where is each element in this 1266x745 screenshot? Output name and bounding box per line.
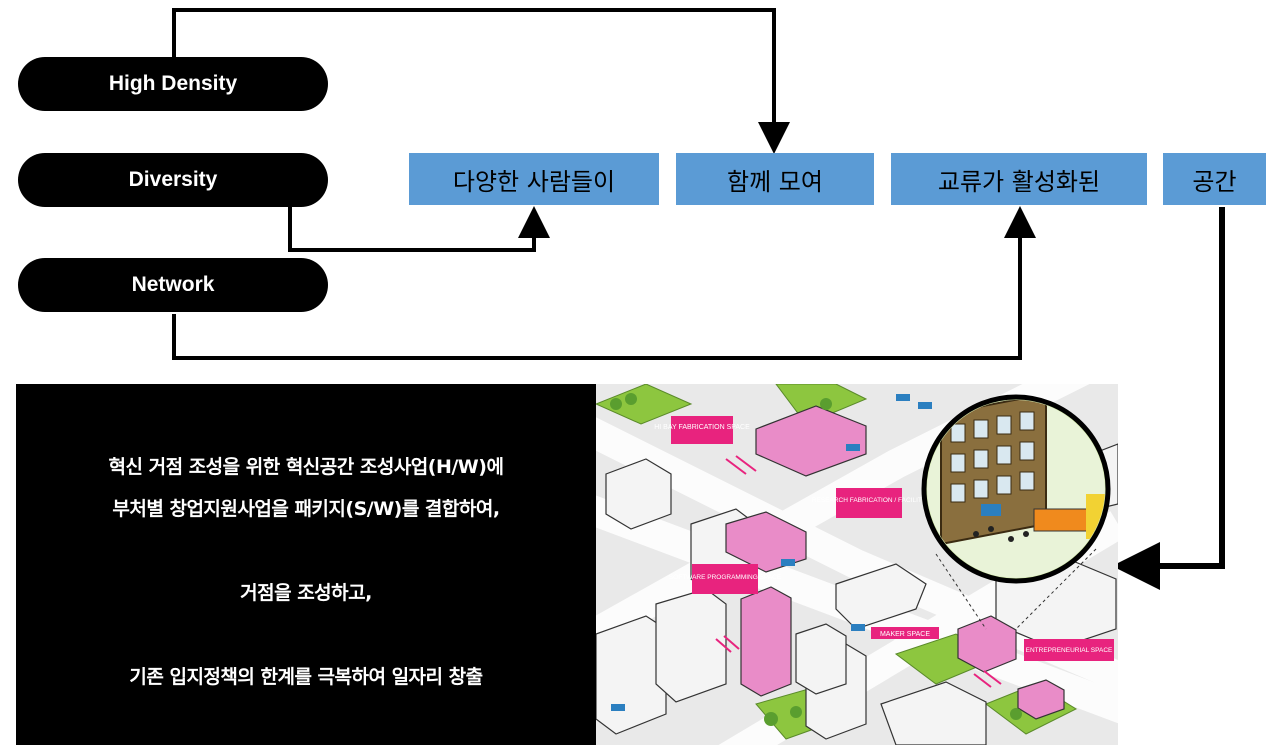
description-line-2: 부처별 창업지원사업을 패키지(S/W)를 결합하여, <box>112 498 500 520</box>
arrow-space <box>1112 207 1225 590</box>
arrow-high-density <box>172 8 790 154</box>
arrow-diversity <box>288 206 550 252</box>
flow-box-gather-together: 함께 모여 <box>676 153 874 205</box>
pill-network: Network <box>18 258 328 312</box>
label-maker: MAKER SPACE <box>880 631 930 638</box>
arrow-network <box>172 206 1036 360</box>
label-entrepreneurial: ENTREPRENEURIAL SPACE <box>1026 647 1113 654</box>
description-panel: 혁신 거점 조성을 위한 혁신공간 조성사업(H/W)에 부처별 창업지원사업을… <box>16 384 596 745</box>
flow-box-diverse-people: 다양한 사람들이 <box>409 153 659 205</box>
flow-box-space: 공간 <box>1163 153 1266 205</box>
pill-high-density: High Density <box>18 57 328 111</box>
label-software: SOFTWARE PROGRAMMING SPACE <box>669 574 782 581</box>
label-research: RESEARCH FABRICATION / FACILITY <box>812 497 927 504</box>
label-hibay: HI BAY FABRICATION SPACE <box>654 424 750 431</box>
description-line-3: 거점을 조성하고, <box>240 582 372 604</box>
city-illustration-svg: HI BAY FABRICATION SPACE RESEARCH FABRIC… <box>596 384 1118 745</box>
pill-diversity: Diversity <box>18 153 328 207</box>
description-line-4: 기존 입지정책의 한계를 극복하여 일자리 창출 <box>129 666 483 688</box>
description-line-1: 혁신 거점 조성을 위한 혁신공간 조성사업(H/W)에 <box>108 456 504 478</box>
innovation-district-illustration: HI BAY FABRICATION SPACE RESEARCH FABRIC… <box>596 384 1118 745</box>
flow-box-active-exchange: 교류가 활성화된 <box>891 153 1147 205</box>
